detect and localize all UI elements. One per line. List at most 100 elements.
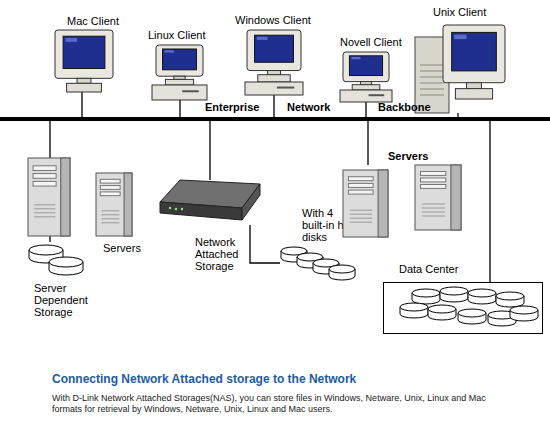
drive-bay (348, 190, 373, 194)
node-label: Data Center (399, 263, 479, 275)
vent-line (350, 218, 373, 219)
monitor-screen (452, 32, 497, 70)
status-light (169, 207, 171, 209)
node-label: Backbone (378, 101, 448, 113)
disk-top (440, 287, 468, 295)
node-illustration (280, 245, 355, 281)
tower-side (124, 173, 132, 236)
monitor-neck (268, 71, 281, 75)
monitor-case (343, 52, 389, 82)
node-label: Network Attached Storage (195, 236, 253, 272)
vent-line (101, 210, 119, 211)
monitor-screen (163, 49, 197, 70)
vent-line (34, 204, 55, 205)
network-node: Server Dependent Storage (28, 242, 84, 276)
disk-top (412, 289, 440, 297)
desktop-case (245, 82, 303, 95)
network-cable (81, 92, 82, 117)
diagram-title: Connecting Network Attached storage to t… (52, 372, 532, 386)
monitor-case (443, 25, 505, 83)
status-light (175, 208, 177, 210)
vent-line (34, 212, 55, 213)
screen-glare (351, 57, 360, 59)
node-label: Enterprise (205, 101, 275, 113)
server-tower (415, 165, 461, 230)
network-cable (273, 95, 274, 117)
disk-top (400, 303, 428, 311)
node-label: Windows Client (235, 14, 325, 26)
network-node: Network Attached Storage (160, 180, 260, 225)
monitor-base (258, 75, 290, 82)
desktop-case (152, 85, 207, 100)
network-cable (250, 225, 280, 263)
node-label: Mac Client (67, 15, 137, 27)
drive-bay (33, 181, 56, 186)
node-illustration (384, 283, 544, 335)
screen-glare (454, 35, 466, 39)
network-node: EnterpriseNetworkBackbone (0, 117, 550, 121)
node-label: Novell Client (340, 36, 420, 48)
vent-line (101, 214, 119, 215)
screen-glare (65, 38, 77, 42)
server-tower (343, 170, 388, 237)
node-illustration (160, 180, 260, 225)
monitor-base (455, 89, 492, 99)
vent-line (350, 214, 373, 215)
monitor-base (67, 83, 102, 92)
network-node: Servers (28, 158, 136, 236)
disk-top (496, 292, 524, 300)
drive-bay (421, 172, 446, 176)
screen-glare (164, 50, 173, 52)
node-illustration (245, 30, 303, 95)
node-illustration (28, 158, 136, 236)
vent-line (101, 218, 119, 219)
tower-side (61, 158, 70, 236)
monitor-neck (77, 78, 91, 83)
monitor-base (352, 85, 380, 90)
vent-line (420, 71, 444, 72)
vent-line (420, 77, 444, 78)
node-label: Servers (388, 150, 448, 162)
disk-top (329, 265, 355, 273)
vent-line (422, 212, 445, 213)
drive-bay (100, 186, 120, 190)
network-cable (49, 121, 50, 158)
floppy-slot (277, 87, 294, 89)
disk-top (458, 309, 486, 317)
disk-top (29, 245, 63, 255)
floppy-slot (182, 90, 199, 92)
disk-top (468, 289, 496, 297)
vent-line (420, 65, 444, 66)
vent-line (350, 210, 373, 211)
network-cable (209, 121, 210, 180)
network-node: Unix Client (415, 25, 505, 113)
network-node: Windows Client (245, 30, 303, 95)
vent-line (422, 216, 445, 217)
screen-glare (257, 37, 268, 40)
monitor-case (247, 30, 301, 71)
monitor-neck (467, 83, 482, 89)
vent-line (422, 208, 445, 209)
status-light (181, 208, 183, 210)
network-node: Data Center (383, 282, 543, 334)
monitor-case (156, 45, 203, 76)
vent-line (350, 222, 373, 223)
node-illustration (152, 45, 207, 100)
disk-top (428, 305, 456, 313)
drive-bay (33, 166, 56, 171)
server-tower (28, 158, 70, 236)
vent-line (34, 208, 55, 209)
monitor-screen (63, 36, 105, 68)
vent-line (420, 95, 444, 96)
network-cable (365, 102, 366, 117)
disk-top (49, 257, 83, 267)
node-illustration (28, 242, 84, 276)
vent-line (34, 216, 55, 217)
node-label: Network (287, 101, 347, 113)
network-cable (49, 236, 50, 242)
node-label: Linux Client (148, 29, 228, 41)
vent-line (420, 83, 444, 84)
monitor-screen (255, 35, 294, 62)
tower-side (378, 170, 388, 237)
